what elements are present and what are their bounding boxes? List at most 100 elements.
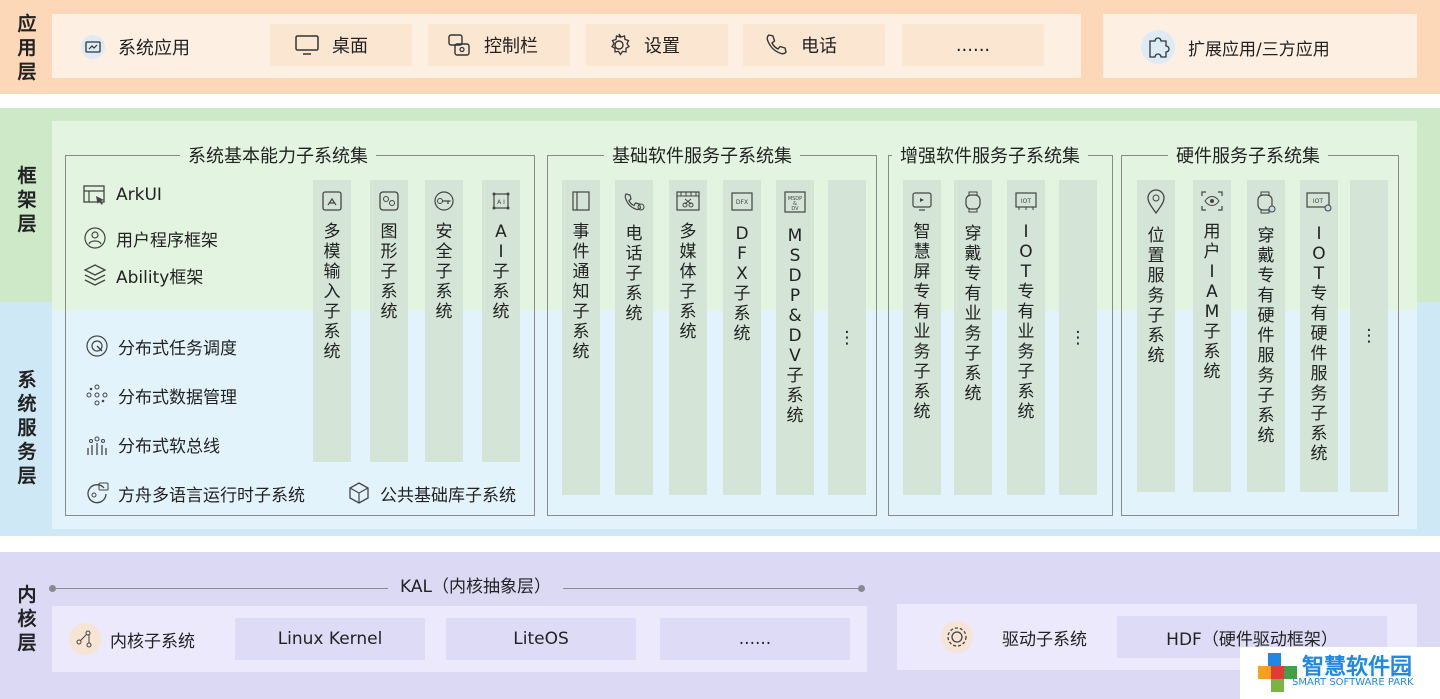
distributed-softbus-item: 分布式软总线 [84, 431, 220, 457]
layers-icon [82, 262, 108, 288]
ai-label: A I 子 系 统 [492, 222, 510, 322]
event-notify-label: 事 件 通 知 子 系 统 [572, 222, 590, 362]
ai-column: A I A I 子 系 统 [482, 180, 520, 462]
location-label: 位 置 服 务 子 系 统 [1147, 226, 1165, 366]
hardware-more-column: ⋮ [1350, 180, 1388, 492]
ability-framework-label: Ability框架 [116, 267, 204, 288]
app-layer-label: 应 用 层 [17, 13, 37, 83]
multimodal-input-label: 多 模 输 入 子 系 统 [323, 222, 341, 362]
desktop-tile: 桌面 [270, 24, 412, 66]
control-bar-icon [446, 32, 472, 58]
system-app-tile: 系统应用 [72, 26, 252, 68]
input-device-icon [321, 190, 343, 216]
user-iam-column: 用 户 I A M 子 系 统 [1193, 180, 1231, 492]
distributed-data-item: 分布式数据管理 [84, 382, 237, 408]
user-program-framework-icon [82, 225, 108, 251]
system-app-icon [80, 34, 106, 60]
data-nodes-icon [84, 382, 110, 408]
user-iam-label: 用 户 I A M 子 系 统 [1203, 222, 1221, 382]
distributed-data-label: 分布式数据管理 [118, 387, 237, 408]
base-software-more-label: ⋮ [838, 327, 856, 348]
base-software-title: 基础软件服务子系统集 [604, 142, 800, 168]
more-apps-tile: ...... [902, 24, 1044, 66]
common-library-label: 公共基础库子系统 [380, 485, 516, 506]
scissors-icon [675, 190, 701, 216]
service-layer-label: 系 统 服 务 层 [17, 369, 37, 487]
runtime-icon [84, 480, 110, 506]
svg-text:IOT: IOT [1313, 198, 1323, 205]
kernel-subsystem-label: 内核子系统 [110, 631, 195, 652]
document-icon [570, 190, 592, 216]
iot-hardware-column: IOT I O T 专 有 硬 件 服 务 子 系 统 [1300, 180, 1338, 492]
settings-label: 设置 [644, 36, 680, 57]
smart-screen-label: 智 慧 屏 专 有 业 务 子 系 统 [913, 222, 931, 422]
wearable-hardware-column: 穿 戴 专 有 硬 件 服 务 子 系 统 [1247, 180, 1285, 492]
phone-tile: 电话 [743, 24, 885, 66]
telephony-icon [621, 190, 647, 218]
kernel-node-icon [68, 622, 102, 656]
iot-hardware-icon: IOT [1304, 190, 1334, 218]
watch-icon [962, 190, 984, 218]
distributed-task-item: 分布式任务调度 [84, 333, 237, 359]
graphics-label: 图 形 子 系 统 [380, 222, 398, 322]
event-notify-column: 事 件 通 知 子 系 统 [562, 180, 600, 495]
graphics-column: 图 形 子 系 统 [370, 180, 408, 462]
svg-text:A I: A I [497, 199, 505, 206]
cube-icon [346, 480, 372, 506]
iot-hardware-label: I O T 专 有 硬 件 服 务 子 系 统 [1310, 224, 1328, 464]
multimodal-input-column: 多 模 输 入 子 系 统 [313, 180, 351, 462]
smart-screen-column: 智 慧 屏 专 有 业 务 子 系 统 [903, 180, 941, 495]
key-icon [431, 190, 457, 216]
ark-runtime-item: 方舟多语言运行时子系统 [84, 480, 305, 506]
svg-text:DFX: DFX [736, 199, 748, 206]
extension-app-label: 扩展应用/三方应用 [1188, 39, 1330, 60]
task-schedule-icon [84, 333, 110, 359]
dfx-column: DFX D F X 子 系 统 [723, 180, 761, 495]
basic-group-title: 系统基本能力子系统集 [180, 142, 376, 168]
hdf-label: HDF（硬件驱动框架） [1166, 629, 1338, 650]
security-label: 安 全 子 系 统 [435, 222, 453, 322]
smart-screen-icon [911, 190, 933, 216]
eye-scan-icon [1200, 190, 1224, 216]
hardware-service-title: 硬件服务子系统集 [1168, 142, 1328, 168]
logo-name: 智慧软件园 [1302, 655, 1413, 680]
iot-business-label: I O T 专 有 业 务 子 系 统 [1017, 222, 1035, 422]
wearable-hardware-label: 穿 戴 专 有 硬 件 服 务 子 系 统 [1257, 226, 1275, 446]
distributed-softbus-label: 分布式软总线 [118, 436, 220, 457]
svg-text:MSDP: MSDP [788, 196, 802, 202]
svg-text:&: & [793, 201, 797, 207]
enhanced-more-column: ⋮ [1059, 180, 1097, 495]
hardware-more-label: ⋮ [1360, 326, 1378, 346]
enhanced-more-label: ⋮ [1069, 327, 1087, 348]
driver-gear-icon [940, 620, 974, 654]
security-column: 安 全 子 系 统 [425, 180, 463, 462]
common-library-item: 公共基础库子系统 [346, 480, 516, 506]
framework-layer-label: 框 架 层 [17, 165, 37, 235]
iot-chip-icon: IOT [1013, 190, 1039, 216]
kal-line-start-dot [49, 585, 56, 592]
user-program-framework-label: 用户程序框架 [116, 230, 218, 251]
telephony-label: 电 话 子 系 统 [625, 224, 643, 324]
ai-chip-icon: A I [490, 190, 512, 216]
msdp-chip-icon: MSDP&DV [781, 188, 809, 220]
multimedia-label: 多 媒 体 子 系 统 [679, 222, 697, 342]
logo-subtitle: SMART SOFTWARE PARK [1292, 677, 1414, 688]
iot-business-column: IOT I O T 专 有 业 务 子 系 统 [1007, 180, 1045, 495]
kal-line-end-dot [858, 585, 865, 592]
driver-subsystem-label: 驱动子系统 [1002, 629, 1087, 650]
system-app-label: 系统应用 [118, 38, 190, 59]
distributed-task-label: 分布式任务调度 [118, 338, 237, 359]
phone-icon [763, 32, 789, 58]
wearable-business-label: 穿 戴 专 有 业 务 子 系 统 [964, 224, 982, 404]
telephony-column: 电 话 子 系 统 [615, 180, 653, 495]
arkui-icon [82, 182, 108, 208]
phone-label: 电话 [801, 36, 837, 57]
kernel-layer-label: 内 核 层 [17, 584, 37, 654]
msdp-label: M S D P & D V 子 系 统 [786, 226, 804, 426]
desktop-icon [294, 32, 320, 58]
graphics-icon [378, 190, 400, 216]
wearable-business-column: 穿 戴 专 有 业 务 子 系 统 [954, 180, 992, 495]
extension-app-tile: 扩展应用/三方应用 [1140, 26, 1400, 68]
ark-runtime-label: 方舟多语言运行时子系统 [118, 485, 305, 506]
settings-tile: 设置 [586, 24, 728, 66]
